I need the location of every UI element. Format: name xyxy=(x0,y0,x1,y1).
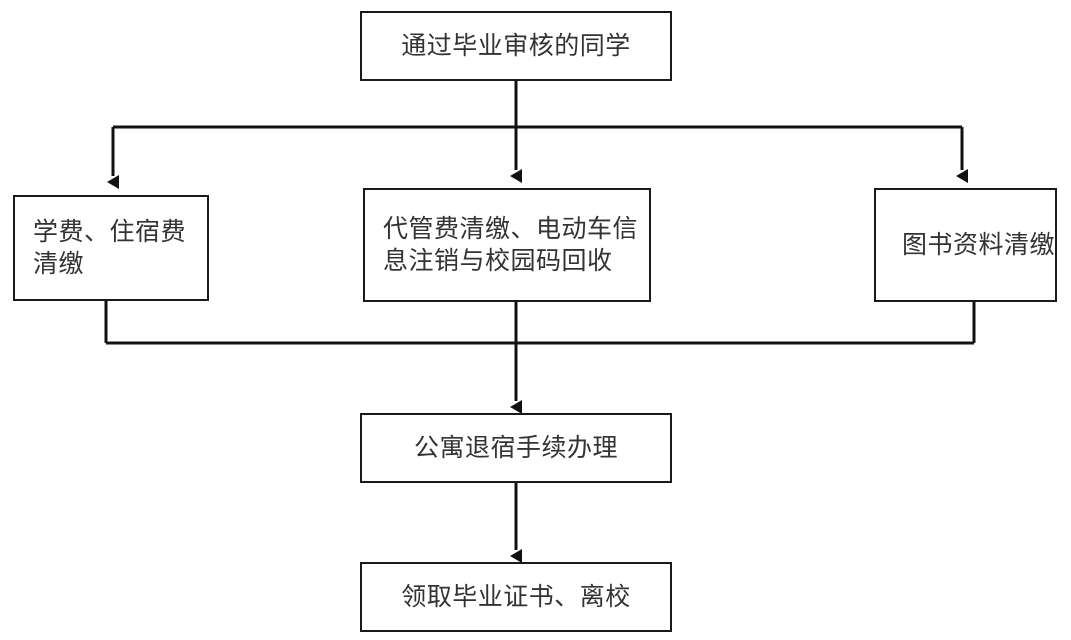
node-diploma-label: 领取毕业证书、离校 xyxy=(401,583,631,611)
node-custody-fee-clearance[interactable]: 代管费清缴、电动车信息注销与校园码回收 xyxy=(363,188,651,302)
node-diploma-pickup[interactable]: 领取毕业证书、离校 xyxy=(360,562,672,632)
node-library-label: 图书资料清缴 xyxy=(902,231,1056,259)
node-start-label: 通过毕业审核的同学 xyxy=(401,32,631,60)
node-dorm-label: 公寓退宿手续办理 xyxy=(413,434,618,462)
node-custody-label: 代管费清缴、电动车信息注销与校园码回收 xyxy=(383,215,639,275)
node-library-clearance[interactable]: 图书资料清缴 xyxy=(874,188,1057,302)
node-start[interactable]: 通过毕业审核的同学 xyxy=(360,11,672,81)
node-dorm-checkout[interactable]: 公寓退宿手续办理 xyxy=(360,413,672,483)
node-tuition-label: 学费、住宿费清缴 xyxy=(33,218,187,278)
node-tuition-clearance[interactable]: 学费、住宿费清缴 xyxy=(13,195,209,301)
